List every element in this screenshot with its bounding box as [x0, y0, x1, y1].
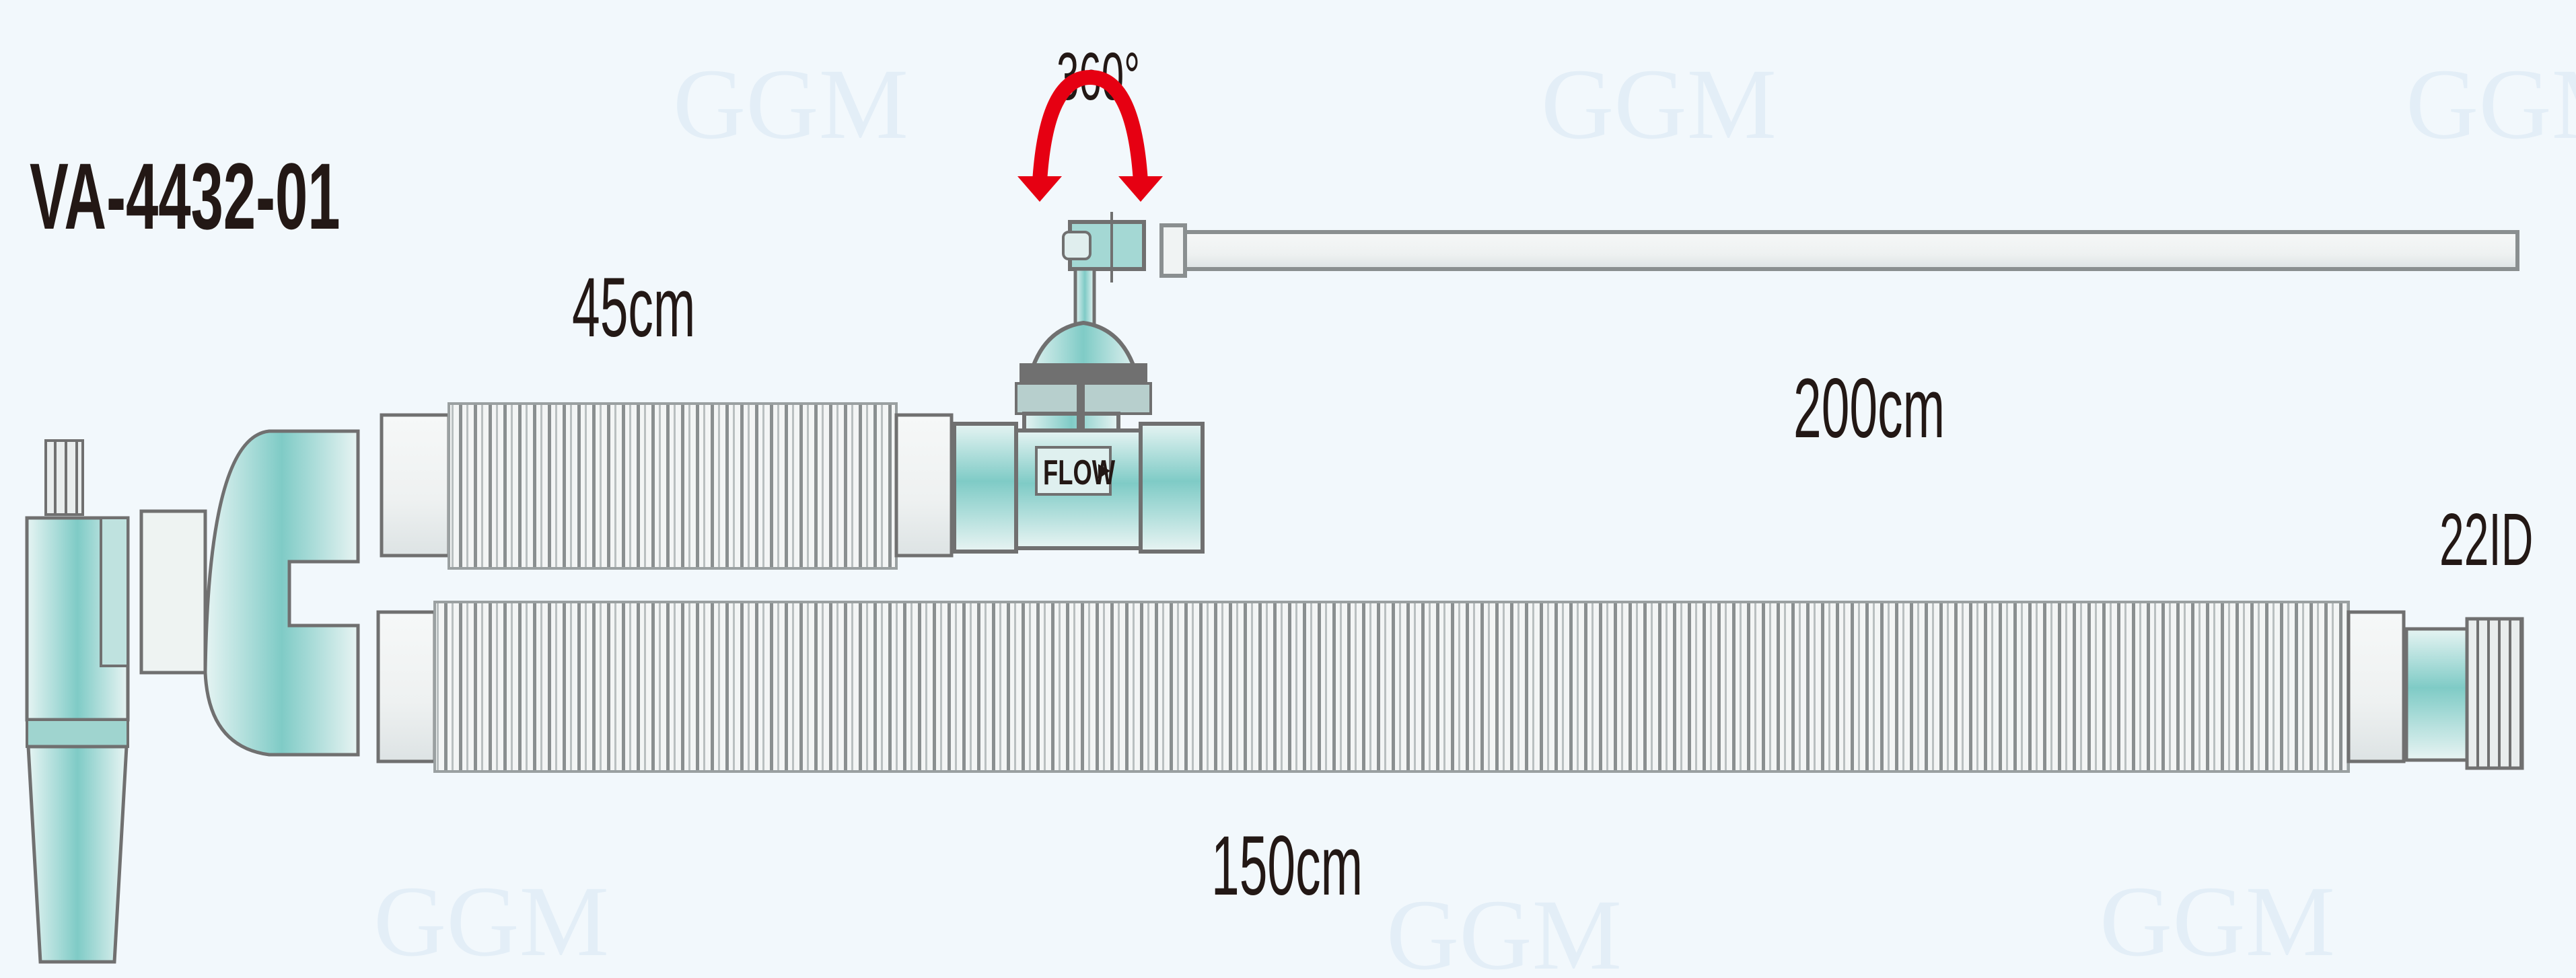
sample-line-length-label: 200cm [1793, 361, 1945, 455]
rotation-arrow-icon [1017, 69, 1163, 202]
watermarks: GGM GGM GGM GGM GGM GGM [373, 48, 2576, 978]
product-code: VA-4432-01 [30, 144, 341, 249]
main-tube-length-label: 150cm [1211, 819, 1363, 912]
watermark: GGM [2406, 48, 2576, 160]
watermark: GGM [373, 866, 609, 977]
flow-t-piece: FLOW [952, 422, 1205, 554]
flow-arrow-icon [1098, 464, 1110, 479]
short-tube-45cm [380, 402, 954, 570]
sample-line-200cm [1159, 223, 2519, 278]
elbow-connector [25, 439, 130, 964]
watermark: GGM [2100, 866, 2335, 977]
watermark: GGM [1541, 48, 1777, 160]
main-tube-150cm [376, 601, 2406, 773]
connector-size-label: 22ID [2439, 499, 2533, 581]
connector-22id [2404, 617, 2524, 770]
watermark: GGM [673, 48, 908, 160]
swivel-connector [1062, 212, 1146, 332]
watermark: GGM [1386, 879, 1622, 978]
short-tube-length-label: 45cm [572, 260, 695, 354]
y-piece [139, 429, 360, 757]
